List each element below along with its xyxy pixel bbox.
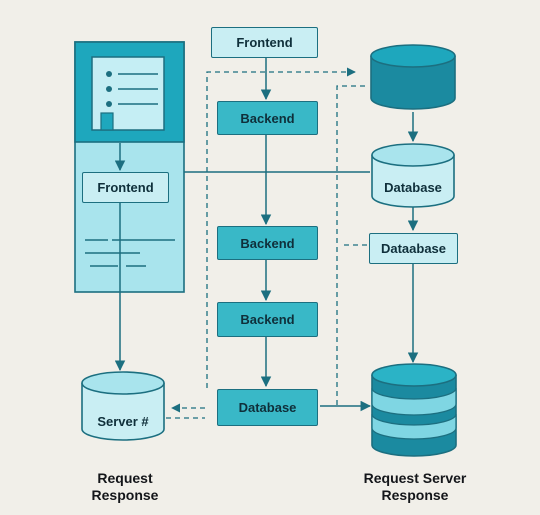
database-icon-mid <box>371 143 455 208</box>
database-right-label: Database <box>384 179 442 195</box>
stacked-database-icon <box>371 363 457 457</box>
bottom-left-caption: Request Response <box>60 470 190 504</box>
backend-box-2: Backend <box>217 226 318 260</box>
app-window <box>74 41 185 293</box>
backend-box-3: Backend <box>217 302 318 337</box>
backend-box-1: Backend <box>217 101 318 135</box>
server-database-icon <box>81 371 165 441</box>
dataabase-right-box: Dataabase <box>369 233 458 264</box>
server-db-label: Server # <box>97 413 149 429</box>
bottom-right-caption: Request Server Response <box>340 470 490 504</box>
bottom-left-line-1: Request <box>97 470 153 486</box>
bottom-right-line-2: Response <box>381 487 449 503</box>
frontend-top-box: Frontend <box>211 27 318 58</box>
database-box-mid: Database <box>217 389 318 426</box>
database-icon-top <box>370 44 456 110</box>
frontend-panel-box: Frontend <box>82 172 169 203</box>
bottom-left-line-2: Response <box>91 487 159 503</box>
bottom-right-line-1: Request Server <box>363 470 467 486</box>
